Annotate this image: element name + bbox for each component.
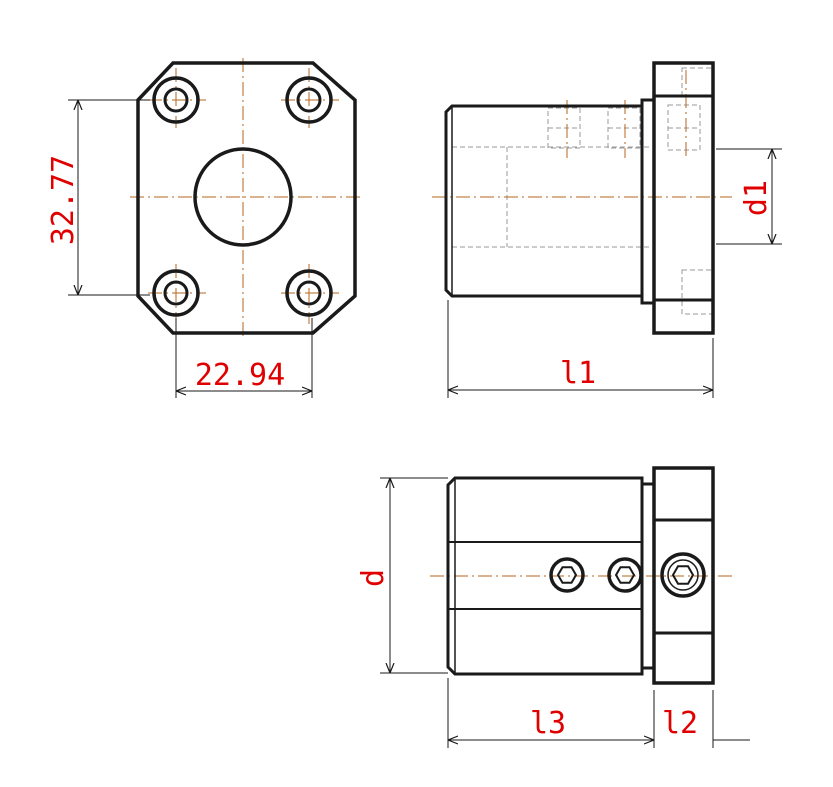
front-bolt-holes: [152, 76, 333, 317]
hex-socket-screw-icon: [660, 552, 706, 598]
front-height-dimension: [68, 99, 150, 296]
hex-socket-screw-icon: [607, 557, 643, 593]
side-l1-label: l1: [560, 356, 596, 391]
side-flange: [652, 61, 715, 335]
bottom-screws: [549, 552, 706, 598]
front-bore: [193, 147, 293, 247]
front-outline: [136, 61, 357, 335]
bottom-l2-label: l2: [662, 706, 698, 741]
side-d1-dimension: [716, 148, 782, 245]
side-body: [444, 104, 644, 298]
bottom-view: d l3 l2: [356, 466, 750, 748]
side-d1-label: d1: [739, 180, 774, 216]
bottom-l3-label: l3: [530, 706, 566, 741]
front-width-dimension: [175, 318, 313, 398]
side-collar: [640, 98, 656, 305]
bottom-d-dimension: [380, 477, 448, 674]
side-view: d1 l1: [432, 61, 782, 398]
side-centerlines: [432, 70, 732, 198]
bottom-flange: [652, 466, 715, 685]
bottom-d-label: d: [356, 569, 391, 587]
front-height-label: 32.77: [46, 155, 81, 245]
front-width-label: 22.94: [195, 358, 285, 393]
hex-socket-screw-icon: [549, 557, 585, 593]
side-l1-dimension: [447, 300, 714, 398]
front-view: 32.77 22.94: [46, 58, 362, 398]
bottom-length-dimensions: [447, 678, 750, 748]
